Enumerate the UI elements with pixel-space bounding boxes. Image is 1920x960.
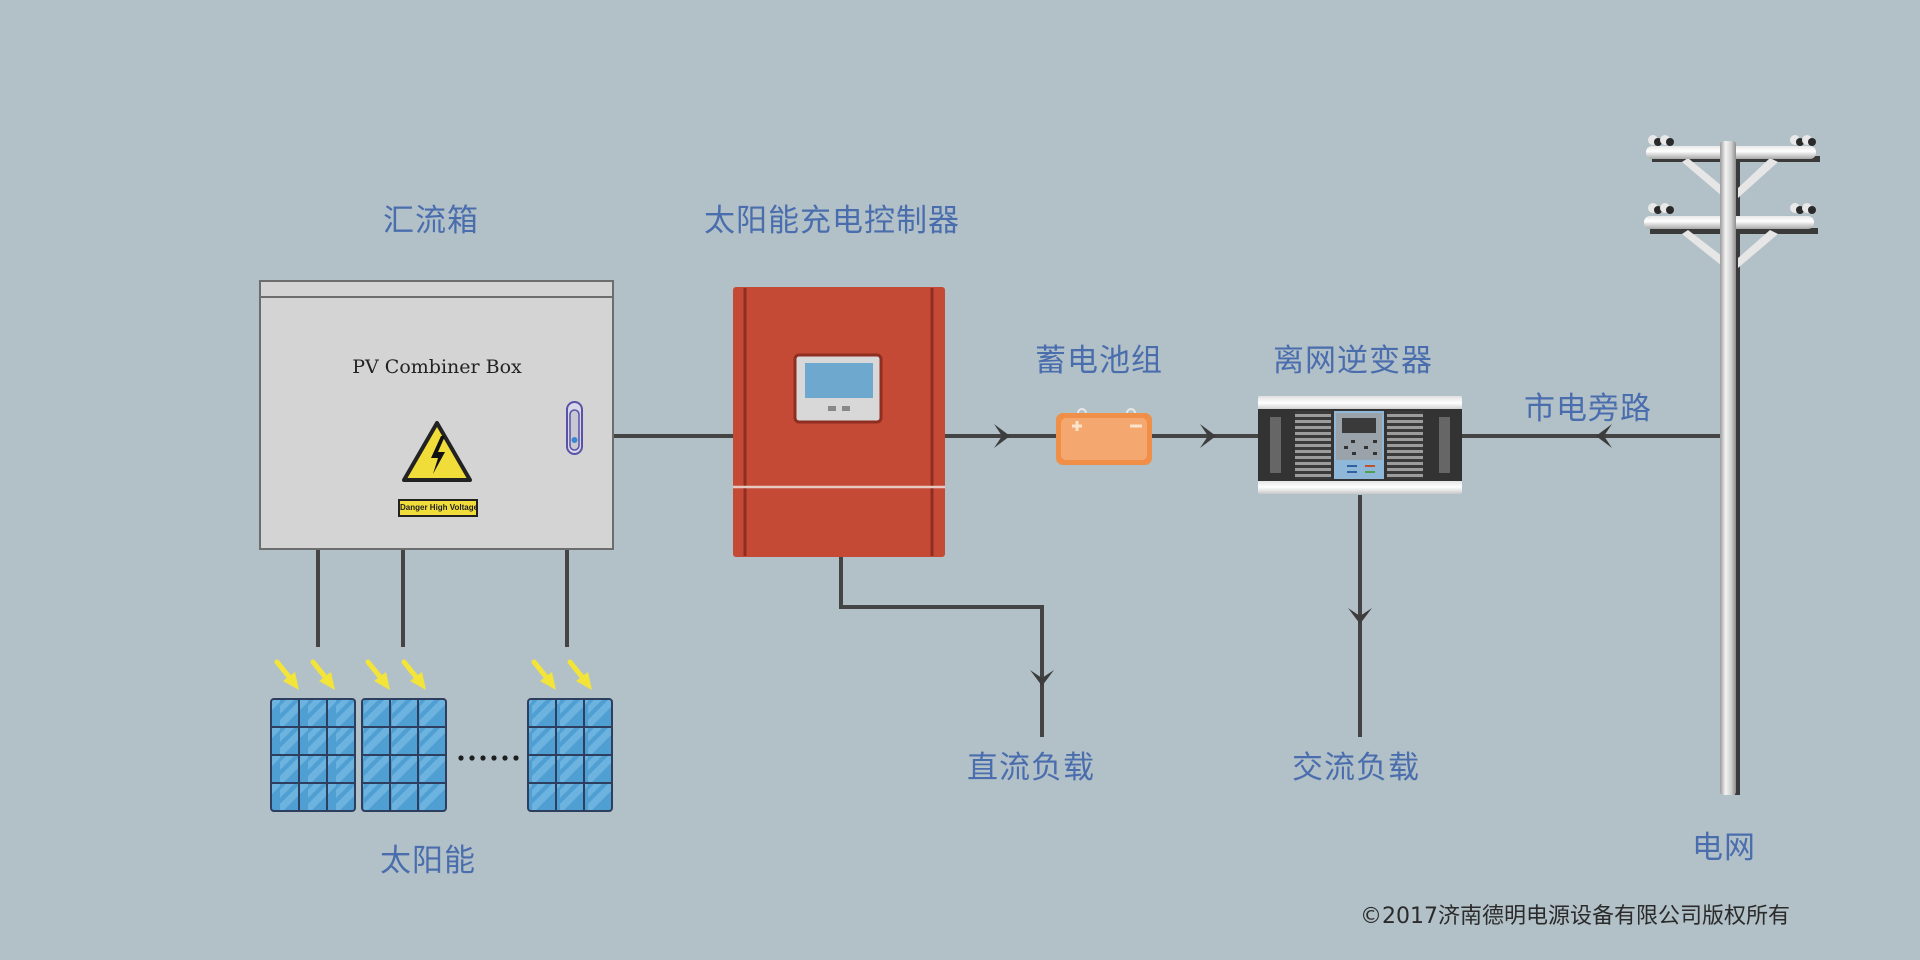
arrow-down-icon <box>1348 608 1372 624</box>
copyright-notice: ©2017济南德明电源设备有限公司版权所有 <box>1360 904 1790 929</box>
charge-controller <box>733 287 945 557</box>
label-utility-bypass: 市电旁路 <box>1524 391 1652 427</box>
label-charge-controller: 太阳能充电控制器 <box>704 203 960 239</box>
arrow-right-icon <box>1200 424 1216 448</box>
offgrid-inverter <box>1258 396 1462 494</box>
label-battery-bank: 蓄电池组 <box>1035 343 1163 379</box>
sunlight-arrow-icon <box>531 659 556 690</box>
door-handle-icon <box>566 401 583 455</box>
label-solar: 太阳能 <box>380 843 476 879</box>
flow-arrows <box>994 424 1612 686</box>
utility-pole-icon <box>1644 135 1820 795</box>
high-voltage-warning-icon <box>402 421 472 482</box>
label-ac-load: 交流负载 <box>1292 750 1420 786</box>
combiner-box-title: PV Combiner Box <box>352 356 522 378</box>
sunlight-arrow-icon <box>567 659 592 690</box>
insulator-icons <box>1648 135 1816 214</box>
sunlight-arrow-icon <box>401 659 426 690</box>
sunlight-arrow-icon <box>310 659 335 690</box>
sunlight-arrow-icon <box>365 659 390 690</box>
solar-panel-icon <box>361 659 447 812</box>
sunlight-arrow-icon <box>274 659 299 690</box>
controller-button <box>842 406 850 411</box>
label-offgrid-inverter: 离网逆变器 <box>1273 343 1433 379</box>
solar-panel-icon <box>270 659 356 812</box>
arrow-right-icon <box>994 424 1010 448</box>
solar-panel-icon <box>527 659 613 812</box>
battery-bank-icon <box>1056 408 1152 465</box>
solar-panel-array <box>270 659 613 812</box>
wire-controller-to-dc-load <box>839 557 1044 737</box>
danger-high-voltage-plate: Danger High Voltage <box>398 499 478 517</box>
arrow-down-icon <box>1030 670 1054 686</box>
arrow-left-icon <box>1596 424 1612 448</box>
ellipsis-dots <box>458 755 519 761</box>
label-combiner-box: 汇流箱 <box>383 203 479 239</box>
label-grid: 电网 <box>1692 830 1756 866</box>
label-dc-load: 直流负载 <box>967 750 1095 786</box>
controller-display <box>793 353 883 424</box>
inverter-control-panel <box>1334 411 1384 479</box>
controller-button <box>828 406 836 411</box>
